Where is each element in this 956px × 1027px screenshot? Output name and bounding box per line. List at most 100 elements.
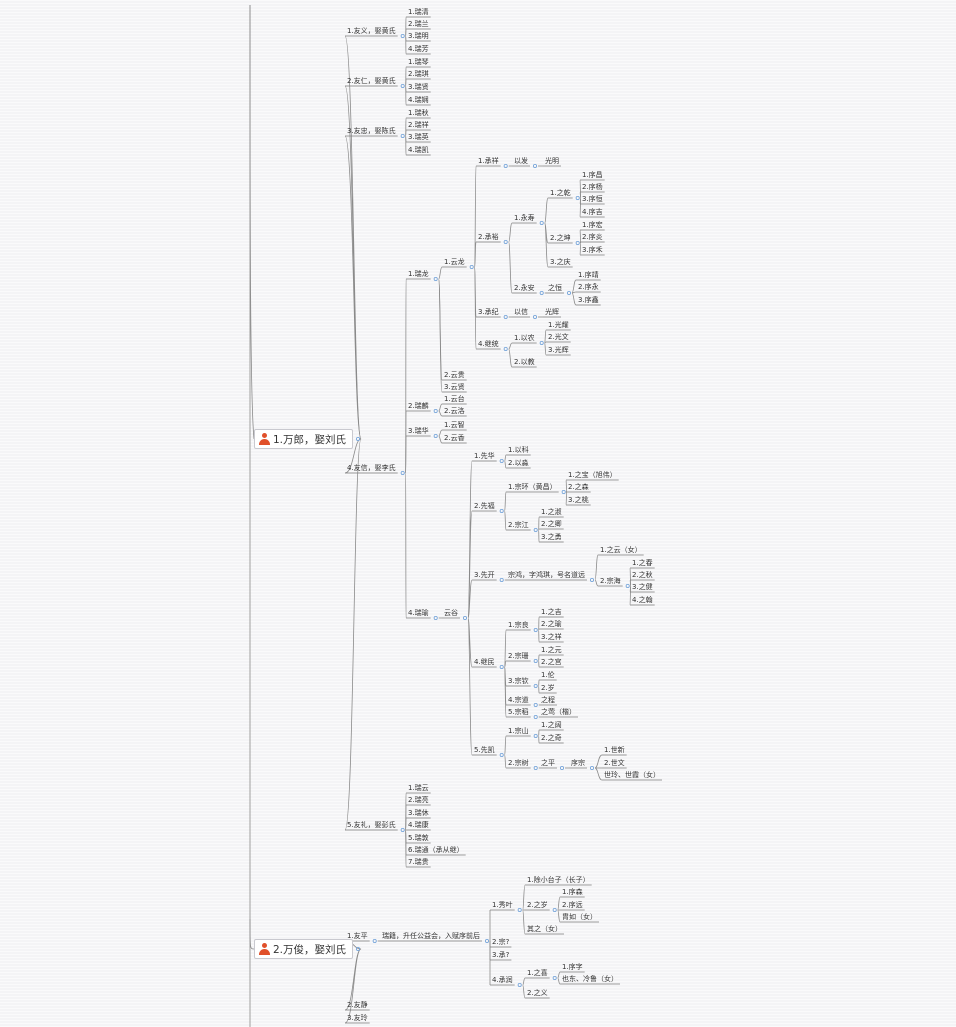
tree-node[interactable]: 之莺（楷）	[539, 707, 578, 718]
expand-toggle-icon[interactable]	[575, 240, 580, 245]
expand-toggle-icon[interactable]	[503, 314, 508, 319]
expand-toggle-icon[interactable]	[499, 753, 504, 758]
tree-node[interactable]: 之程	[539, 695, 557, 706]
tree-node[interactable]: 4.瑞娴	[406, 95, 431, 106]
expand-toggle-icon[interactable]	[590, 766, 595, 771]
tree-node[interactable]: 1.宗良	[506, 620, 538, 633]
expand-toggle-icon[interactable]	[499, 508, 504, 513]
tree-node[interactable]: 3.友忠，娶陈氏	[345, 126, 405, 138]
tree-node[interactable]: 1.序昌	[580, 170, 605, 181]
tree-node[interactable]: 1.光耀	[546, 320, 571, 331]
tree-node[interactable]: 2.之森	[566, 482, 591, 493]
tree-node[interactable]: 6.瑞通（承从继）	[406, 845, 466, 856]
tree-node[interactable]: 1.之乾	[548, 188, 580, 200]
tree-node[interactable]: 1.之云（女）	[598, 545, 644, 556]
tree-node[interactable]: 4.瑞芳	[406, 44, 431, 55]
tree-node[interactable]: 5.瑞敦	[406, 833, 431, 844]
expand-toggle-icon[interactable]	[533, 734, 538, 739]
tree-node[interactable]: 2.宗珊	[506, 651, 538, 664]
expand-toggle-icon[interactable]	[499, 665, 504, 670]
expand-toggle-icon[interactable]	[517, 908, 522, 913]
expand-toggle-icon[interactable]	[484, 939, 489, 944]
tree-node[interactable]: 2.瑞兰	[406, 19, 431, 30]
tree-node[interactable]: 1.宗山	[506, 726, 538, 739]
tree-node[interactable]: 2.世文	[602, 758, 627, 769]
tree-node[interactable]: 2.序杨	[580, 182, 605, 193]
tree-node[interactable]: 胄如（女）	[560, 912, 599, 923]
tree-node[interactable]: 1.瑞龙	[406, 269, 438, 281]
expand-toggle-icon[interactable]	[400, 34, 405, 39]
tree-node[interactable]: 序宗	[569, 758, 595, 771]
expand-toggle-icon[interactable]	[539, 220, 544, 225]
expand-toggle-icon[interactable]	[400, 133, 405, 138]
tree-node[interactable]: 云谷	[442, 608, 467, 621]
expand-toggle-icon[interactable]	[533, 314, 538, 319]
tree-node[interactable]: 3.之健	[630, 582, 655, 593]
expand-toggle-icon[interactable]	[356, 436, 361, 441]
tree-node[interactable]: 2.承裕	[476, 232, 508, 244]
tree-node[interactable]: 1.除小台子（长子）	[525, 875, 592, 886]
expand-toggle-icon[interactable]	[462, 616, 467, 621]
tree-node[interactable]: 1.世新	[602, 745, 627, 756]
tree-node[interactable]: 4.之翰	[630, 595, 655, 606]
tree-node[interactable]: 3.光辉	[546, 345, 571, 356]
tree-node[interactable]: 5.宗稻	[506, 707, 538, 720]
tree-node[interactable]: 1.瑞清	[406, 7, 431, 18]
expand-toggle-icon[interactable]	[356, 947, 361, 952]
tree-node[interactable]: 1.云智	[442, 420, 467, 431]
tree-node[interactable]: 2.云贵	[442, 370, 467, 381]
tree-node[interactable]: 2.之义	[525, 988, 550, 999]
expand-toggle-icon[interactable]	[533, 659, 538, 664]
tree-node[interactable]: 光辉	[543, 307, 561, 318]
expand-toggle-icon[interactable]	[433, 408, 438, 413]
tree-node[interactable]: 3.瑞英	[406, 132, 431, 143]
tree-node[interactable]: 1.之阔	[539, 720, 564, 731]
expand-toggle-icon[interactable]	[560, 766, 565, 771]
tree-node[interactable]: 2.云香	[442, 433, 467, 444]
tree-node[interactable]: 7.瑞贵	[406, 857, 431, 868]
tree-node[interactable]: 1.之春	[630, 558, 655, 569]
tree-node[interactable]: 3.序鑫	[576, 295, 601, 306]
tree-node[interactable]: 3.之桃	[566, 495, 591, 506]
tree-node[interactable]: 1.以农	[512, 333, 544, 345]
expand-toggle-icon[interactable]	[533, 766, 538, 771]
expand-toggle-icon[interactable]	[372, 939, 377, 944]
expand-toggle-icon[interactable]	[539, 290, 544, 295]
tree-node[interactable]: 1.秀叶	[490, 900, 522, 913]
tree-node[interactable]: 3.瑞休	[406, 808, 431, 819]
tree-node[interactable]: 4.继民	[472, 657, 504, 670]
expand-toggle-icon[interactable]	[552, 908, 557, 913]
tree-node[interactable]: 2.序永	[576, 282, 601, 293]
tree-node[interactable]: 2.瑞亮	[406, 795, 431, 806]
expand-toggle-icon[interactable]	[575, 195, 580, 200]
expand-toggle-icon[interactable]	[533, 528, 538, 533]
tree-node[interactable]: 3.宗钦	[506, 676, 538, 689]
expand-toggle-icon[interactable]	[499, 458, 504, 463]
tree-node[interactable]: 世玲、世霞（女）	[602, 770, 662, 781]
tree-node[interactable]: 2.宗江	[506, 520, 538, 533]
tree-node[interactable]: 1.之元	[539, 645, 564, 656]
tree-node[interactable]: 4.宗道	[506, 695, 538, 708]
tree-node[interactable]: 宗鸿，字鸿琪，号名道远	[506, 570, 595, 583]
tree-node[interactable]: 2.之岁	[525, 900, 557, 913]
tree-node[interactable]: 3.先开	[472, 570, 504, 583]
expand-toggle-icon[interactable]	[517, 983, 522, 988]
tree-node[interactable]: 1.友义，娶黄氏	[345, 26, 405, 39]
tree-node[interactable]: 2.之宫	[539, 657, 564, 668]
expand-toggle-icon[interactable]	[590, 578, 595, 583]
tree-node[interactable]: 2.序炎	[580, 232, 605, 243]
tree-node[interactable]: 1.之喜	[525, 968, 557, 981]
tree-node[interactable]: 1.云台	[442, 394, 467, 405]
tree-node[interactable]: 2.瑞琪	[406, 69, 431, 80]
tree-node[interactable]: 3.友玲	[345, 1013, 370, 1024]
tree-node[interactable]: 3.之庆	[548, 257, 573, 268]
root-node-wanjun[interactable]: 2.万俊，娶刘氏	[254, 939, 354, 959]
tree-node[interactable]: 1.序靖	[576, 270, 601, 281]
tree-node[interactable]: 3.序恒	[580, 194, 605, 205]
tree-node[interactable]: 3.瑞明	[406, 31, 431, 42]
tree-node[interactable]: 2.之瑜	[539, 619, 564, 630]
tree-node[interactable]: 1.瑞琴	[406, 57, 431, 68]
tree-node[interactable]: 其之（女）	[525, 924, 564, 935]
tree-node[interactable]: 1.伦	[539, 670, 557, 681]
tree-node[interactable]: 3.之祥	[539, 632, 564, 643]
